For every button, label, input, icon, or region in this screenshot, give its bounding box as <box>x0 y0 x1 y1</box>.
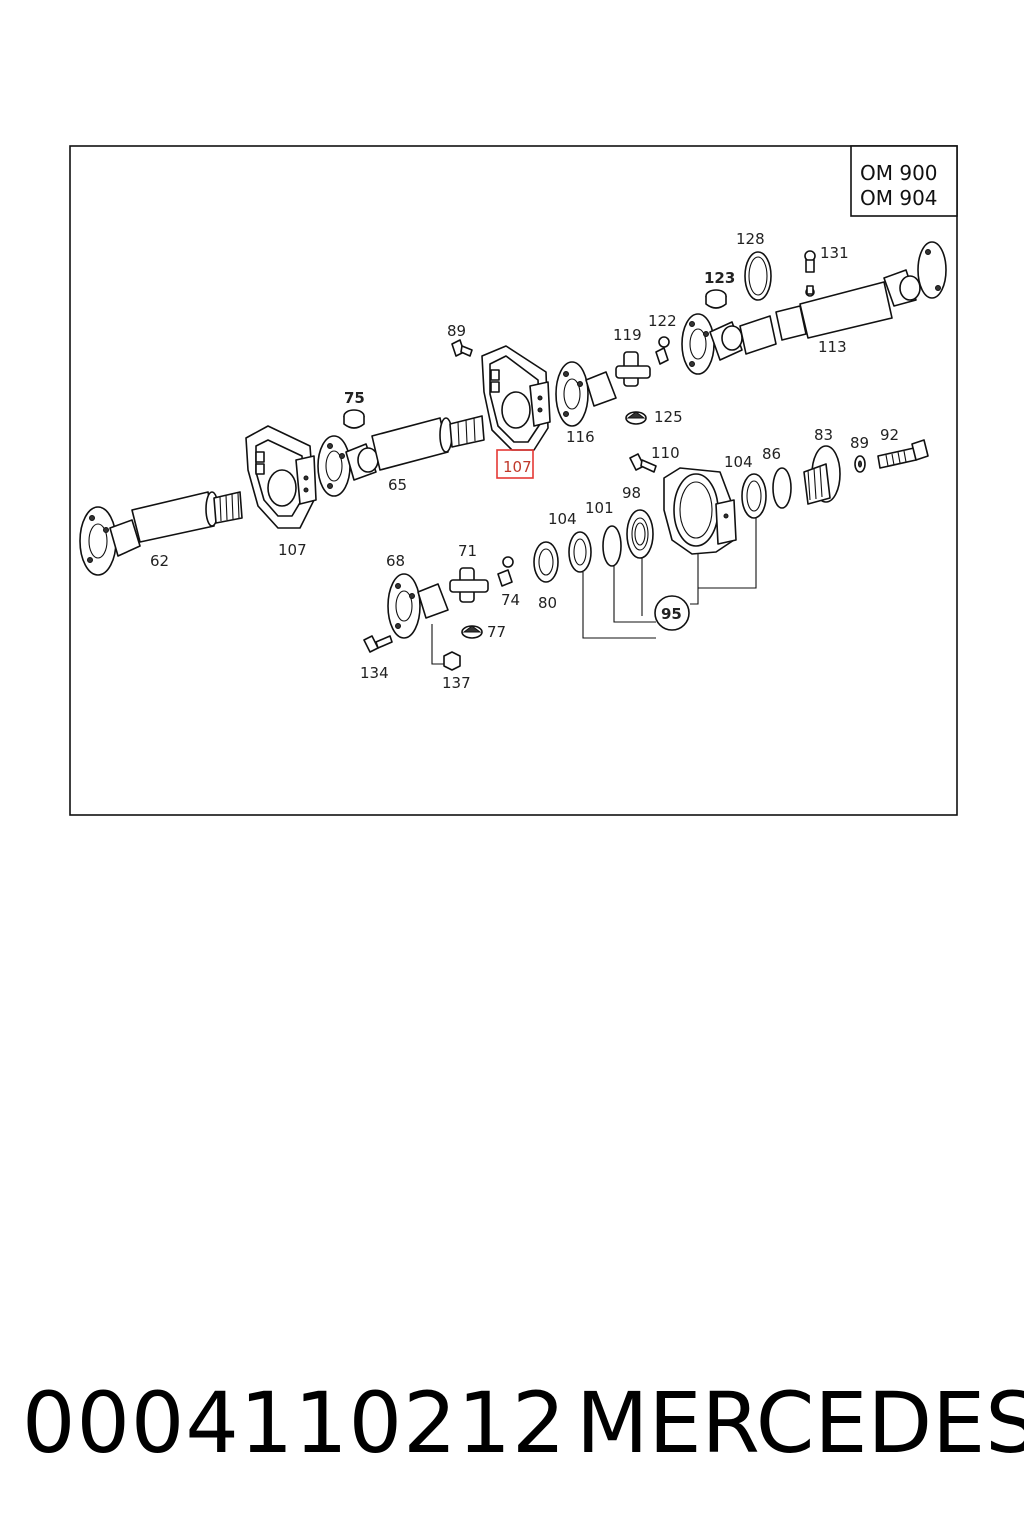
part-125-circlip <box>625 411 647 425</box>
part-74-grease-nipple <box>497 556 514 587</box>
label-110: 110 <box>651 444 680 462</box>
label-116: 116 <box>566 428 595 446</box>
part-107-bracket-right <box>481 345 551 451</box>
label-74: 74 <box>501 591 520 609</box>
label-107-left: 107 <box>278 541 307 559</box>
part-77-circlip <box>461 625 483 639</box>
part-number: 0004110212 <box>22 1374 567 1472</box>
part-98-bearing <box>626 509 654 559</box>
brand-name: MERCEDES <box>576 1374 1024 1472</box>
part-89-washer <box>854 455 866 473</box>
part-123-nut <box>705 289 727 309</box>
part-92-bolt <box>877 439 929 469</box>
label-134: 134 <box>360 664 389 682</box>
part-137-nut <box>431 624 461 671</box>
highlight-box-107: 107 <box>496 449 534 479</box>
label-98: 98 <box>622 484 641 502</box>
footer: 0004110212 MERCEDES <box>0 1368 1024 1478</box>
label-122: 122 <box>648 312 677 330</box>
label-71: 71 <box>458 542 477 560</box>
label-80: 80 <box>538 594 557 612</box>
label-128: 128 <box>736 230 765 248</box>
part-107-bracket-left <box>245 425 317 529</box>
label-68: 68 <box>386 552 405 570</box>
label-62: 62 <box>150 552 169 570</box>
label-86: 86 <box>762 445 781 463</box>
part-65-drive-shaft <box>317 415 485 497</box>
label-104-left: 104 <box>548 510 577 528</box>
label-125: 125 <box>654 408 683 426</box>
label-89-top: 89 <box>447 322 466 340</box>
part-83-flange <box>803 445 841 505</box>
label-92: 92 <box>880 426 899 444</box>
label-75: 75 <box>344 389 365 407</box>
label-89-right: 89 <box>850 434 869 452</box>
label-131: 131 <box>820 244 849 262</box>
label-65: 65 <box>388 476 407 494</box>
part-128-ring <box>744 251 772 301</box>
label-101: 101 <box>585 499 614 517</box>
part-104-ring-right <box>741 473 767 519</box>
label-104-right: 104 <box>724 453 753 471</box>
part-89-bolt-top <box>451 339 473 357</box>
part-131-grease-nipple <box>804 250 816 297</box>
part-113-drive-shaft <box>681 241 947 375</box>
part-122-grease-nipple <box>655 336 670 365</box>
part-119-cross-joint <box>615 351 651 387</box>
part-110-bolt <box>629 453 657 473</box>
part-134-bolt <box>363 635 393 653</box>
center-bearing-housing <box>663 467 737 555</box>
part-68-flange-yoke <box>387 573 449 639</box>
part-95-assembly-lines <box>582 518 757 639</box>
label-107-highlighted: 107 <box>503 458 532 476</box>
part-104-ring-left <box>568 531 592 573</box>
part-101-snap-ring <box>602 525 622 567</box>
label-113: 113 <box>818 338 847 356</box>
exploded-parts-diagram: OM 900 OM 904 62 107 <box>69 145 958 816</box>
label-119: 119 <box>613 326 642 344</box>
label-95: 95 <box>661 605 682 623</box>
part-116-flange-yoke <box>555 361 617 427</box>
label-137: 137 <box>442 674 471 692</box>
part-75-nut <box>343 409 365 429</box>
part-80-sleeve <box>533 541 559 583</box>
label-83: 83 <box>814 426 833 444</box>
part-62-drive-shaft <box>79 491 243 576</box>
part-86-snap-ring <box>772 467 792 509</box>
part-71-cross-joint <box>449 567 489 603</box>
label-123: 123 <box>704 269 735 287</box>
engine-model-2: OM 904 <box>860 186 938 210</box>
label-77: 77 <box>487 623 506 641</box>
engine-model-box: OM 900 OM 904 <box>850 145 958 217</box>
engine-model-1: OM 900 <box>860 161 938 185</box>
diagram-frame <box>69 145 958 816</box>
